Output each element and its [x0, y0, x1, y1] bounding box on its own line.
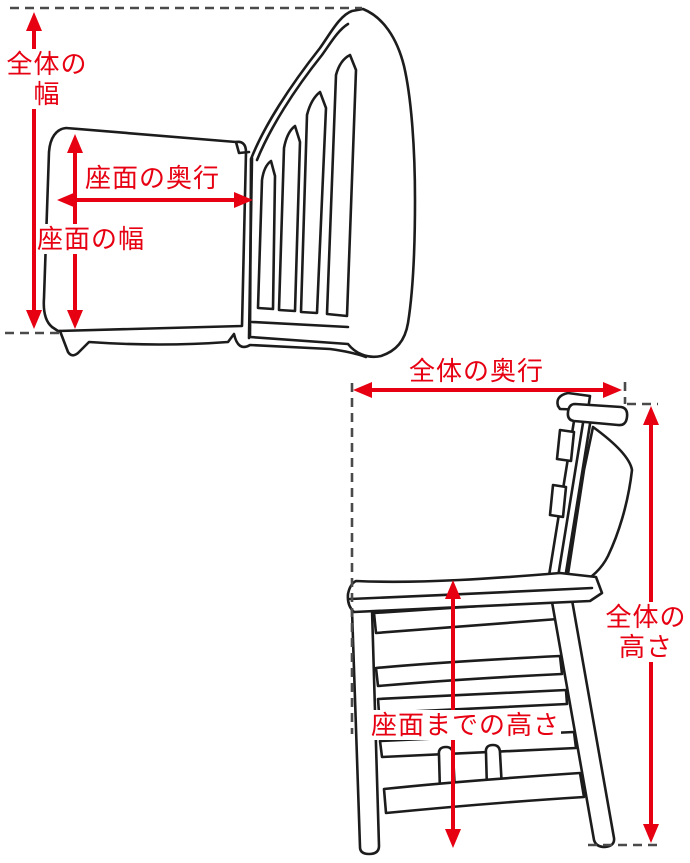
seat-depth-arrow — [57, 192, 253, 208]
top-view-seat-back-notch — [234, 140, 251, 155]
seat-depth-label: 座面の奥行 — [84, 163, 222, 194]
top-view-backrest-slot — [299, 90, 328, 315]
top-view-seat-back-junction — [247, 156, 254, 340]
overall-height-label: 全体の 高さ — [601, 602, 690, 663]
top-view-backrest-inner-edge — [255, 22, 350, 162]
seat-height-label: 座面までの高さ — [370, 710, 562, 741]
overall-depth-arrow — [353, 382, 622, 398]
side-view-back-slat-tab — [548, 483, 568, 519]
side-view-seat-edge-line — [348, 586, 594, 601]
side-view-back-leg — [550, 598, 616, 849]
overall-depth-label: 全体の奥行 — [408, 356, 546, 387]
overall-width-label-line1: 全体の — [6, 49, 88, 79]
seat-width-label: 座面の幅 — [36, 224, 147, 255]
overall-width-label-line2: 幅 — [33, 79, 61, 110]
side-view-stretcher — [374, 654, 564, 688]
top-view-backrest-bottom-band — [250, 320, 350, 329]
chair-side-view-drawing — [346, 391, 634, 856]
top-view-backrest-slot — [256, 159, 277, 311]
overall-height-label-line2: 高さ — [618, 632, 673, 663]
side-view-front-leg — [350, 607, 381, 856]
side-view-top-rail — [566, 402, 629, 427]
side-view-back-slat-tab — [555, 428, 576, 463]
top-view-bottom-edge — [58, 329, 368, 359]
top-view-backrest-slot — [277, 124, 302, 313]
side-view-stretcher — [376, 688, 569, 715]
overall-width-label: 全体の 幅 — [2, 49, 92, 110]
overall-height-label-line1: 全体の — [605, 602, 687, 632]
top-view-backrest-slot — [325, 53, 358, 318]
side-view-bottom-rail — [382, 771, 586, 815]
guide-lines — [5, 6, 662, 847]
